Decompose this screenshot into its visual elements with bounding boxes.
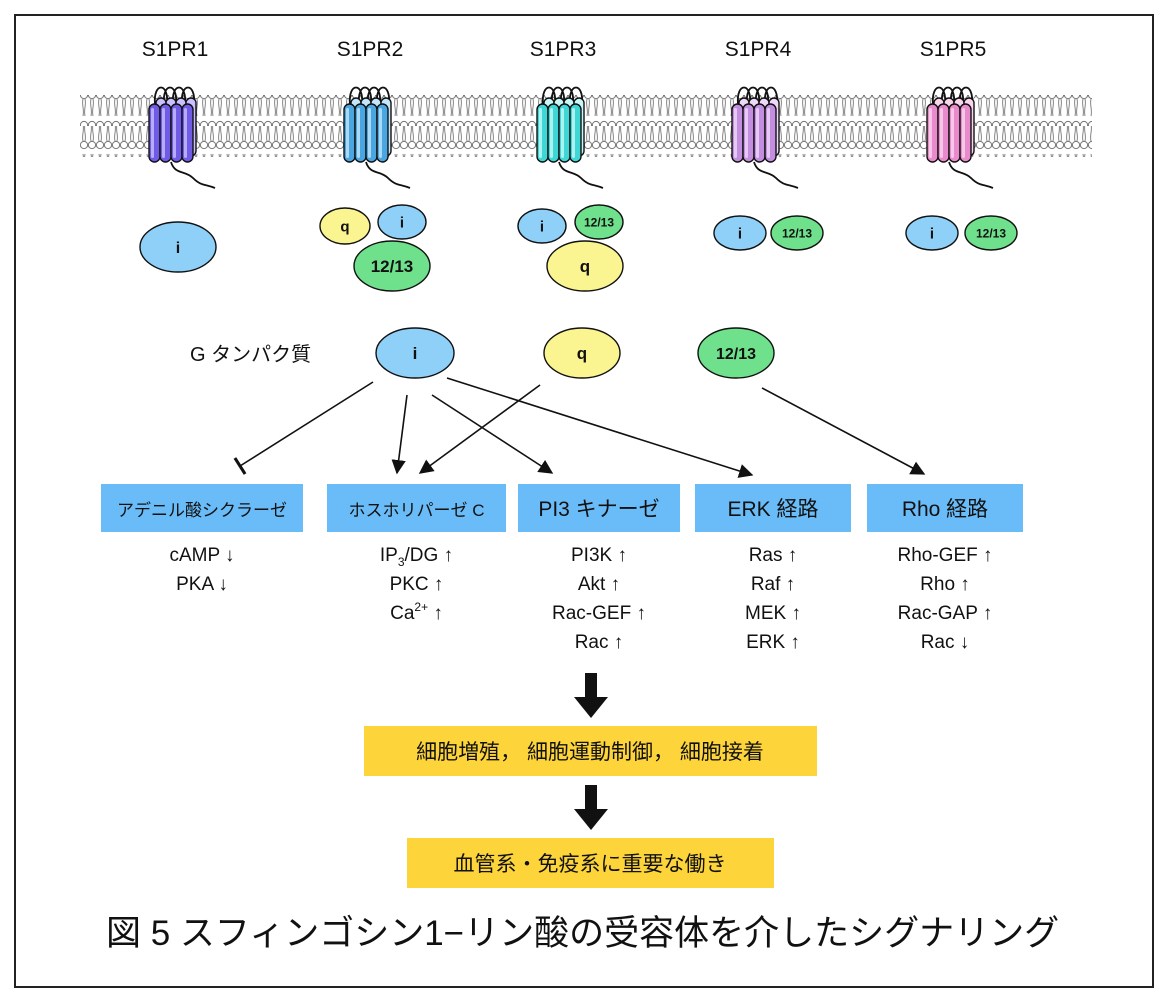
effect-item: Rho-GEF ↑ <box>897 545 992 566</box>
pathway-box-5: Rho 経路 <box>867 484 1023 532</box>
pathway-box-2: ホスホリパーゼ C <box>327 484 506 532</box>
effect-item: Rac ↑ <box>575 632 624 653</box>
effect-item: Raf ↑ <box>751 574 795 595</box>
svg-text:細胞増殖， 細胞運動制御， 細胞接着: 細胞増殖， 細胞運動制御， 細胞接着 <box>416 741 764 764</box>
receptor-label-s1pr2: S1PR2 <box>337 38 404 61</box>
gprotein-12-13-s1pr2: 12/13 <box>353 240 431 292</box>
gprotein-i: i <box>375 327 455 379</box>
effect-item: PKA ↓ <box>176 574 228 595</box>
effect-item: ERK ↑ <box>746 632 800 653</box>
effect-item: Rac-GAP ↑ <box>898 603 993 624</box>
svg-text:i: i <box>413 344 418 363</box>
effect-item: PI3K ↑ <box>571 545 627 566</box>
gprotein-i-s1pr5: i <box>905 215 959 251</box>
pathway-box-3: PI3 キナーゼ <box>518 484 680 532</box>
flow-arrow <box>574 673 608 718</box>
svg-text:血管系・免疫系に重要な働き: 血管系・免疫系に重要な働き <box>454 853 727 876</box>
svg-text:ホスホリパーゼ C: ホスホリパーゼ C <box>349 501 485 520</box>
svg-text:12/13: 12/13 <box>371 257 414 276</box>
svg-text:i: i <box>540 218 544 235</box>
svg-text:i: i <box>930 225 934 242</box>
svg-text:q: q <box>580 257 590 276</box>
gprotein-i-s1pr4: i <box>713 215 767 251</box>
effect-item: MEK ↑ <box>745 603 801 624</box>
svg-text:12/13: 12/13 <box>976 226 1006 240</box>
svg-text:i: i <box>400 214 404 231</box>
receptor-icon-s1pr4 <box>731 86 799 189</box>
flow-arrow <box>574 785 608 830</box>
effect-item: Akt ↑ <box>578 574 620 595</box>
gprotein-12-13-s1pr4: 12/13 <box>770 215 824 251</box>
receptor-icon-s1pr1 <box>148 86 216 189</box>
signal-arrows <box>233 377 926 478</box>
svg-text:ERK 経路: ERK 経路 <box>727 498 818 521</box>
receptor-icon-s1pr2 <box>343 86 411 189</box>
effect-item: IP3/DG ↑ <box>380 545 453 569</box>
pathway-box-4: ERK 経路 <box>695 484 851 532</box>
effect-item: Rac-GEF ↑ <box>552 603 646 624</box>
gprotein-q: q <box>543 327 621 379</box>
gprotein-12-13-s1pr5: 12/13 <box>964 215 1018 251</box>
effect-item: cAMP ↓ <box>169 545 234 566</box>
gprotein-i-s1pr2: i <box>377 204 427 240</box>
svg-text:q: q <box>340 218 349 235</box>
effect-item: PKC ↑ <box>390 574 444 595</box>
svg-text:12/13: 12/13 <box>782 226 812 240</box>
receptor-icon-s1pr5 <box>926 86 994 189</box>
svg-text:アデニル酸シクラーゼ: アデニル酸シクラーゼ <box>117 500 287 520</box>
gprotein-q-s1pr2: q <box>319 207 371 245</box>
gprotein-12-13-s1pr3: 12/13 <box>574 204 624 240</box>
effect-item: Ca2+ ↑ <box>390 600 443 624</box>
svg-text:q: q <box>577 344 587 363</box>
svg-text:i: i <box>176 240 180 257</box>
gprotein-i-s1pr1: i <box>139 221 217 273</box>
outcome-box-system: 血管系・免疫系に重要な働き <box>407 838 774 888</box>
gprotein-label: G タンパク質 <box>190 343 311 366</box>
effect-item: Rac ↓ <box>921 632 970 653</box>
receptor-icon-s1pr3 <box>536 86 604 189</box>
gprotein-12-13: 12/13 <box>697 327 775 379</box>
svg-text:PI3 キナーゼ: PI3 キナーゼ <box>538 498 659 521</box>
cell-membrane <box>80 95 1092 157</box>
receptor-label-s1pr3: S1PR3 <box>530 38 597 61</box>
gprotein-q-s1pr3: q <box>546 240 624 292</box>
svg-text:12/13: 12/13 <box>584 215 614 229</box>
pathway-box-1: アデニル酸シクラーゼ <box>101 484 303 532</box>
effect-item: Rho ↑ <box>920 574 970 595</box>
gprotein-i-s1pr3: i <box>517 208 567 244</box>
effect-item: Ras ↑ <box>749 545 798 566</box>
figure-frame <box>14 14 1154 988</box>
svg-text:Rho 経路: Rho 経路 <box>902 498 988 521</box>
receptor-label-s1pr1: S1PR1 <box>142 38 209 61</box>
figure-caption: 図 5 スフィンゴシン1−リン酸の受容体を介したシグナリング <box>106 914 1059 953</box>
outcome-box-cell: 細胞増殖， 細胞運動制御， 細胞接着 <box>364 726 817 776</box>
receptor-label-s1pr5: S1PR5 <box>920 38 987 61</box>
svg-text:i: i <box>738 225 742 242</box>
receptor-label-s1pr4: S1PR4 <box>725 38 792 61</box>
svg-text:12/13: 12/13 <box>716 346 756 363</box>
